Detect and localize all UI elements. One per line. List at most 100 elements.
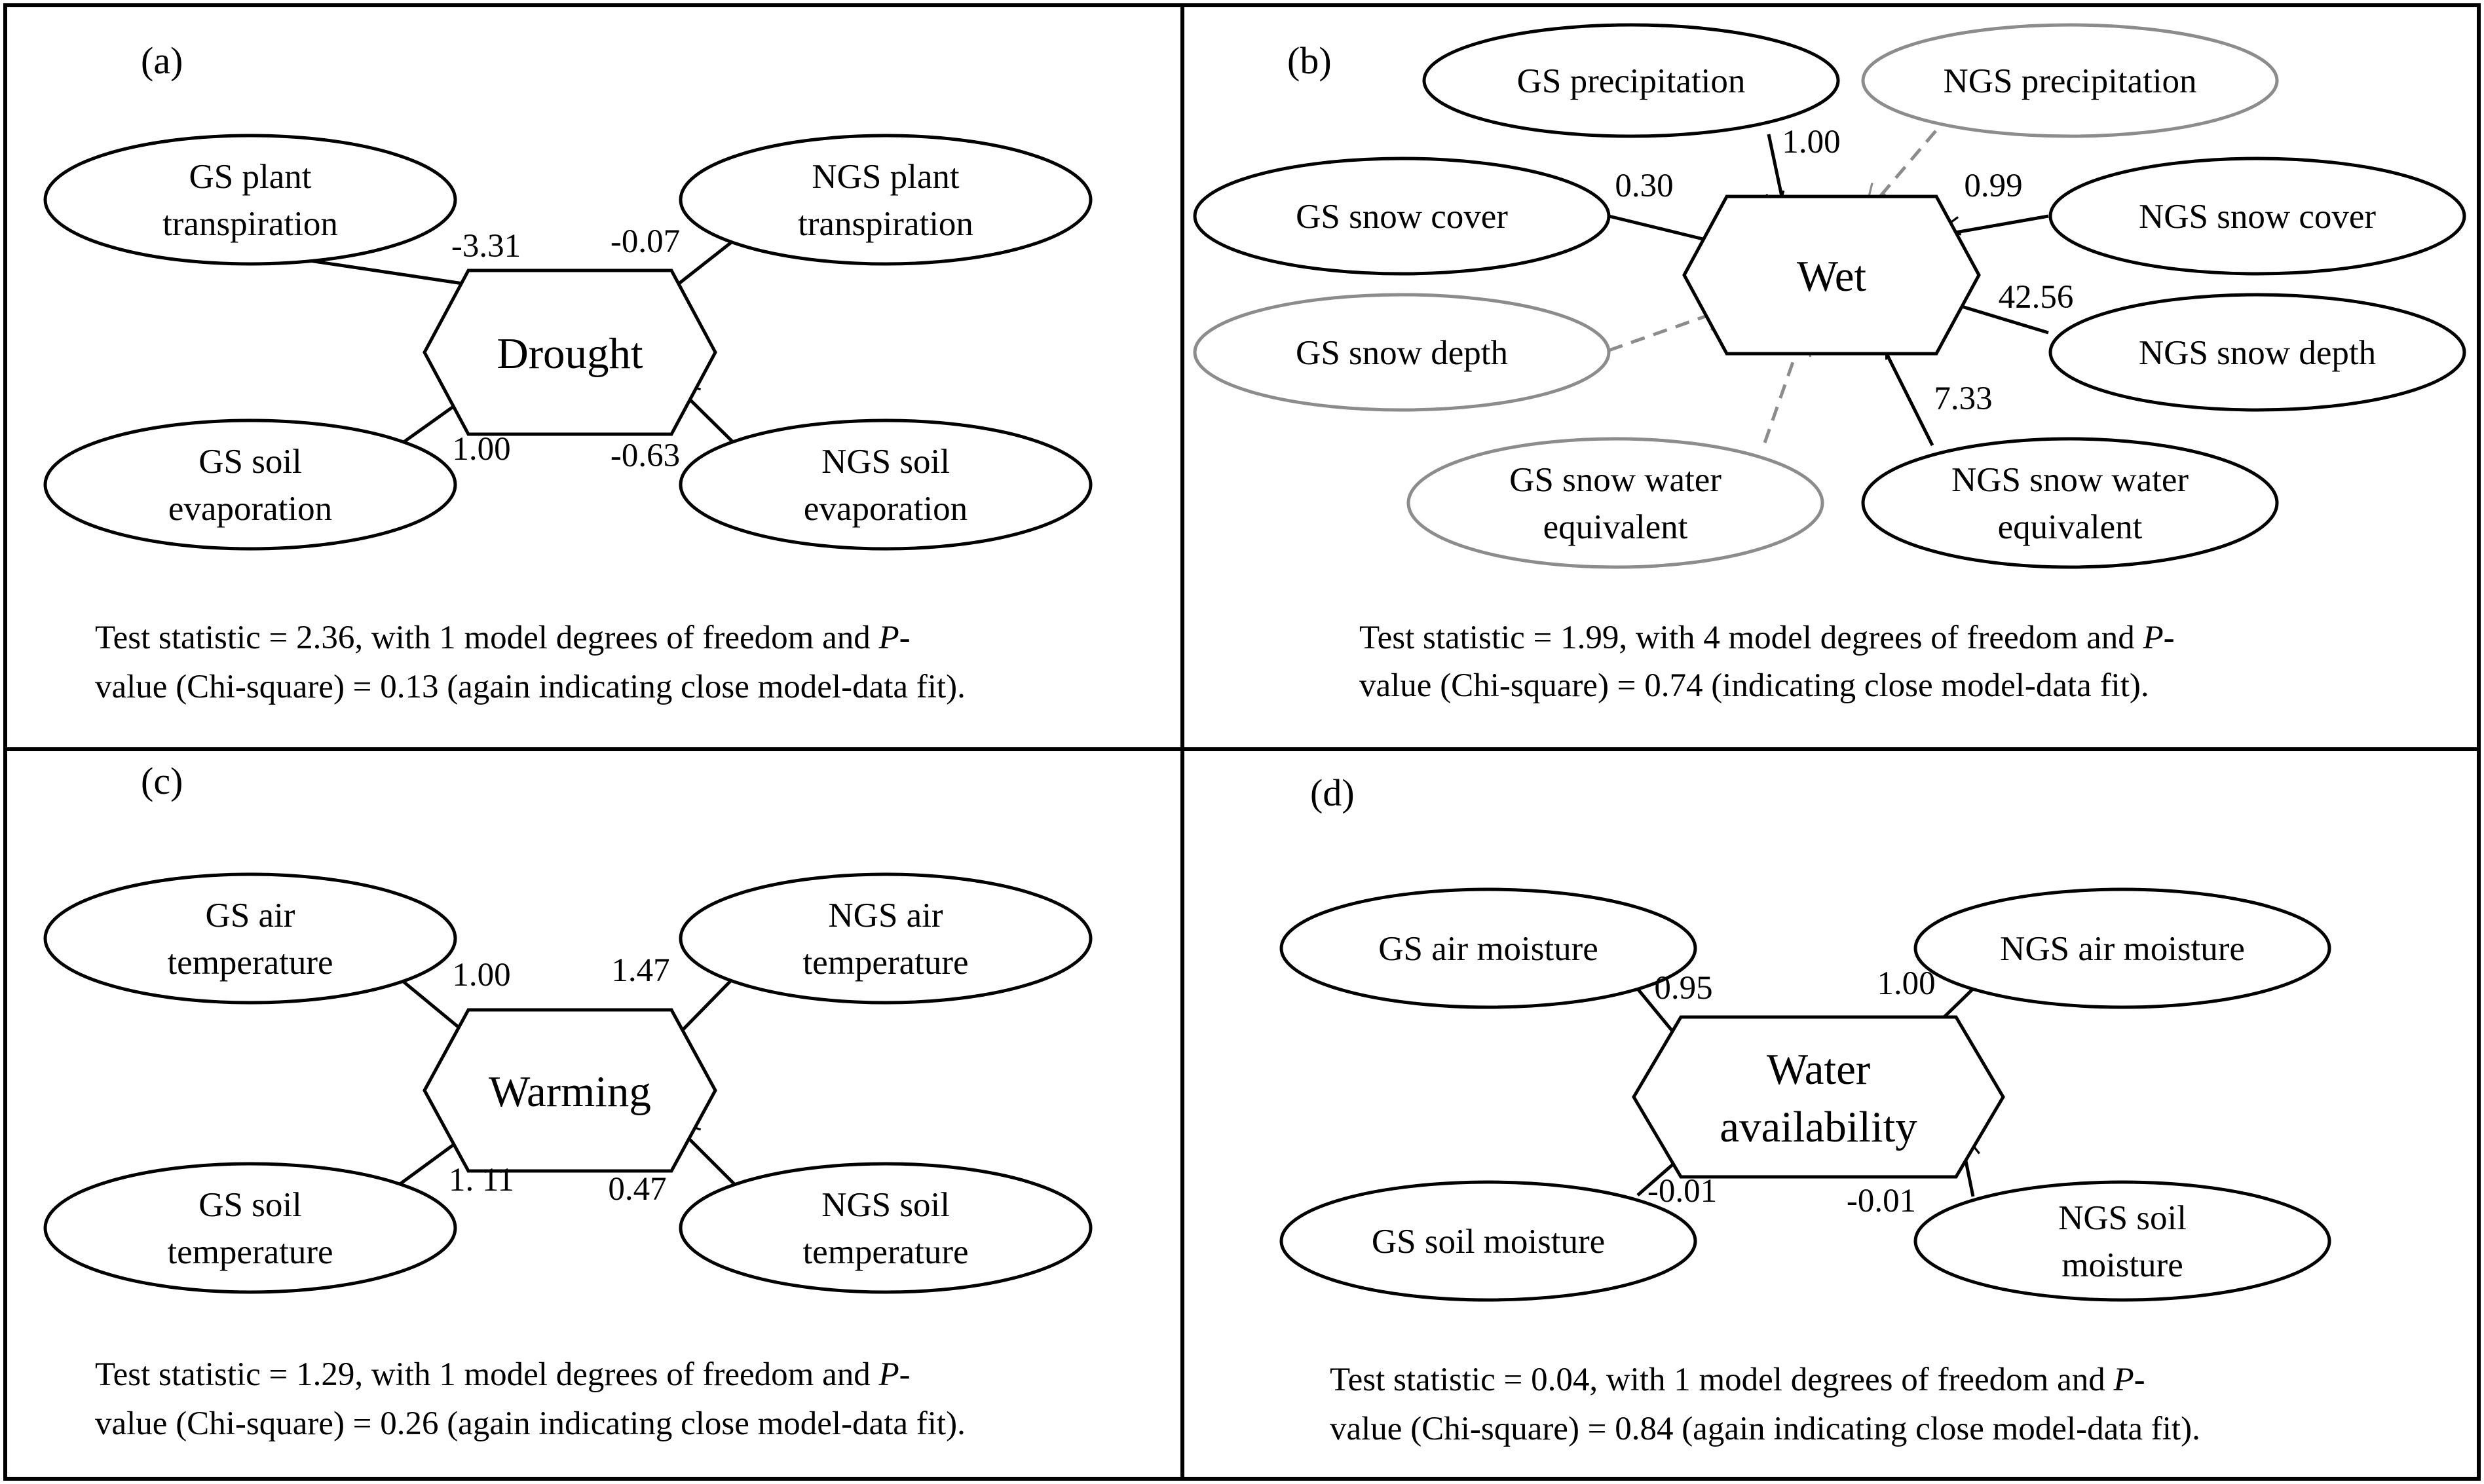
latent-construct-hexagon	[1632, 1015, 2005, 1179]
indicator-label: GS air moisture	[1378, 930, 1598, 968]
path-coefficient: 1.00	[452, 431, 510, 468]
indicator-label: NGS precipitation	[1943, 62, 2196, 100]
indicator-ellipse	[1193, 157, 1611, 276]
indicator-label: NGS snow depth	[2139, 334, 2376, 372]
model-fit-statistic: Test statistic = 1.29, with 1 model degr…	[95, 1356, 911, 1393]
path-coefficient: 42.56	[1999, 279, 2074, 316]
indicator-label: GS snow water	[1509, 461, 1722, 499]
indicator-label: evaporation	[168, 490, 332, 528]
path-arrow	[1940, 214, 2049, 236]
model-fit-statistic: value (Chi-square) = 0.13 (again indicat…	[95, 669, 966, 705]
indicator-label: GS snow cover	[1296, 198, 1508, 236]
path-coefficient: -0.01	[1647, 1173, 1717, 1210]
indicator-ellipse	[1861, 437, 2279, 569]
panel-a: (a) Drought GS plant transpiration -3.31 NGS …	[95, 39, 973, 705]
path-arrow	[1608, 214, 1724, 255]
indicator-label: NGS air moisture	[2000, 930, 2245, 968]
indicator-ellipse	[1913, 887, 2331, 1009]
indicator-label: NGS snow cover	[2139, 198, 2376, 236]
indicator-ellipse	[43, 134, 457, 266]
indicator-ellipse	[679, 418, 1093, 551]
path-coefficient: -3.31	[451, 228, 521, 265]
path-coefficient: 0.95	[1654, 970, 1712, 1007]
indicator-label: equivalent	[1543, 508, 1688, 546]
indicator-label: GS air	[206, 897, 295, 935]
indicator-label: NGS soil	[2058, 1199, 2187, 1237]
indicator-label: moisture	[2061, 1246, 2183, 1284]
path-coefficient: 1. 11	[449, 1162, 514, 1198]
path-coefficient: -0.01	[1847, 1183, 1916, 1219]
figure-border	[3, 3, 2481, 1481]
panel-label: (b)	[1287, 39, 1332, 82]
dashed-path-arrow	[1763, 335, 1812, 443]
path-arrow	[1943, 291, 2049, 335]
indicator-ellipse	[2048, 293, 2466, 412]
dashed-path-arrow	[1608, 312, 1727, 352]
latent-construct-label: Warming	[489, 1067, 651, 1116]
indicator-label: temperature	[167, 1233, 333, 1271]
panel-label: (c)	[141, 760, 183, 802]
indicator-label: GS plant	[189, 158, 312, 196]
latent-construct-label: Water	[1767, 1045, 1870, 1094]
indicator-label: GS precipitation	[1517, 62, 1746, 100]
path-coefficient: -0.07	[611, 223, 680, 260]
indicator-label: evaporation	[804, 490, 968, 528]
indicator-label: equivalent	[1998, 508, 2143, 546]
dashed-path-arrow	[1866, 130, 1937, 204]
path-coefficient: 1.47	[611, 952, 669, 989]
path-coefficient: 1.00	[1782, 124, 1840, 160]
path-arrow	[660, 973, 738, 1045]
panel-label: (d)	[1310, 771, 1355, 814]
model-fit-statistic: value (Chi-square) = 0.74 (indicating cl…	[1359, 667, 2149, 704]
indicator-ellipse	[43, 872, 457, 1005]
indicator-ellipse	[679, 1162, 1093, 1294]
indicator-label: NGS air	[828, 897, 943, 935]
latent-construct-label: Drought	[497, 329, 643, 378]
indicator-label: temperature	[167, 944, 333, 982]
latent-construct-hexagon	[423, 269, 717, 436]
path-arrow	[1885, 337, 1934, 447]
indicator-ellipse	[43, 418, 457, 551]
indicator-ellipse	[679, 134, 1093, 266]
model-fit-statistic: value (Chi-square) = 0.84 (again indicat…	[1330, 1411, 2200, 1447]
path-arrow	[680, 381, 738, 447]
path-arrow	[680, 1121, 738, 1188]
path-coefficient: -0.63	[611, 437, 680, 474]
panel-label: (a)	[141, 39, 183, 82]
path-coefficient: 0.99	[1964, 168, 2022, 204]
latent-construct-hexagon	[423, 1008, 717, 1173]
indicator-label: transpiration	[798, 205, 973, 243]
panel-c: (c) Warming GS air temperature 1.00 NGS air te…	[95, 760, 969, 1442]
indicator-label: GS soil	[198, 1186, 302, 1224]
indicator-label: temperature	[802, 944, 968, 982]
path-coefficient: 1.00	[1877, 965, 1935, 1002]
indicator-ellipse	[1279, 887, 1697, 1009]
model-fit-statistic: value (Chi-square) = 0.26 (again indicat…	[95, 1405, 966, 1442]
indicator-ellipse	[1861, 23, 2279, 138]
indicator-ellipse	[1193, 293, 1611, 412]
path-coefficient: 7.33	[1934, 380, 1992, 417]
path-coefficient: 1.00	[452, 957, 510, 993]
indicator-label: NGS snow water	[1951, 461, 2189, 499]
indicator-label: GS soil moisture	[1372, 1223, 1605, 1261]
indicator-label: GS snow depth	[1296, 334, 1508, 372]
indicator-ellipse	[1279, 1180, 1697, 1302]
path-arrow	[1765, 134, 1785, 212]
latent-construct-hexagon	[1682, 195, 1981, 356]
latent-construct-label: availability	[1720, 1103, 1917, 1151]
node-layer	[43, 23, 2466, 1302]
indicator-label: temperature	[802, 1233, 968, 1271]
panel-borders	[3, 3, 2481, 1481]
path-coefficient: 0.30	[1615, 168, 1673, 204]
model-fit-statistic: Test statistic = 0.04, with 1 model degr…	[1330, 1362, 2145, 1398]
model-fit-statistic: Test statistic = 1.99, with 4 model degr…	[1359, 620, 2175, 656]
indicator-label: NGS plant	[812, 158, 960, 196]
edge-layer	[199, 130, 2049, 1197]
indicator-ellipse	[1406, 437, 1824, 569]
indicator-label: GS soil	[198, 443, 302, 481]
model-fit-statistic: Test statistic = 2.36, with 1 model degr…	[95, 620, 911, 656]
indicator-ellipse	[1913, 1180, 2331, 1302]
